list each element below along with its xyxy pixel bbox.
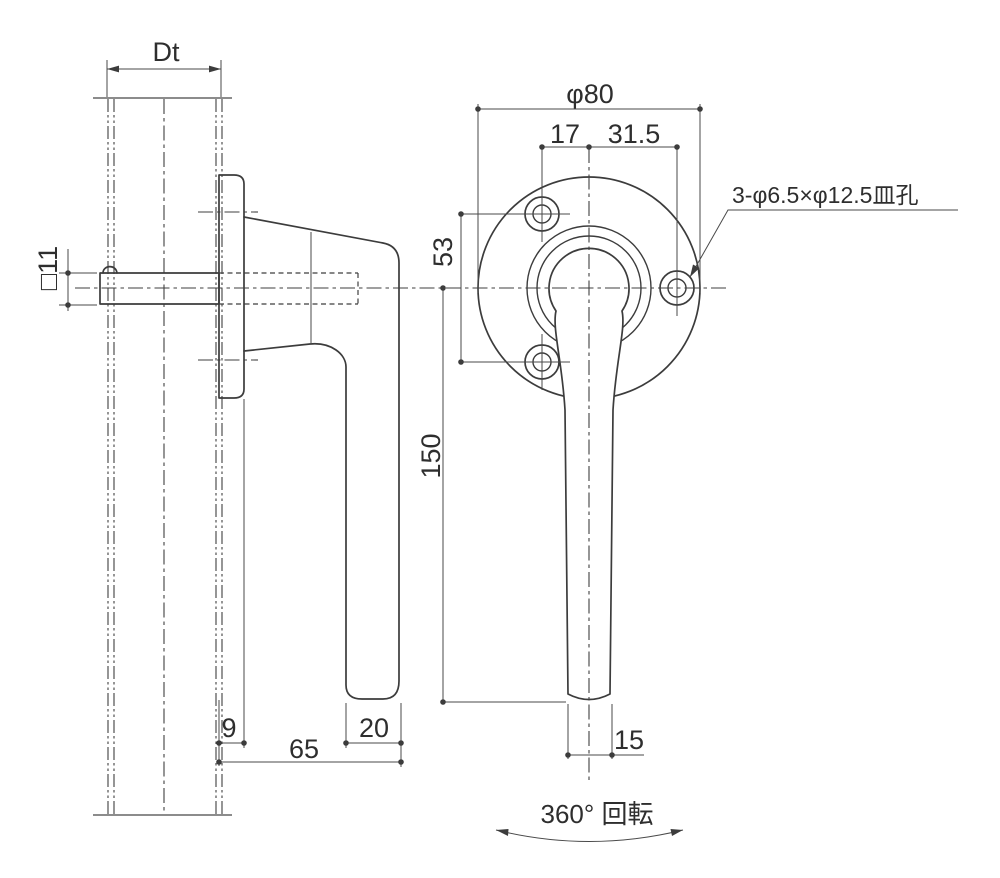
dim-dot — [458, 211, 464, 217]
screw-hole-note: 3-φ6.5×φ12.5皿孔 — [689, 182, 958, 278]
dim-dot — [65, 270, 71, 276]
dim-dot — [440, 699, 446, 705]
screw-hole-note-label: 3-φ6.5×φ12.5皿孔 — [732, 182, 918, 208]
dim-label-rose-diameter: φ80 — [566, 79, 614, 109]
dim-dot — [475, 106, 481, 112]
arrowhead — [107, 65, 119, 73]
leader-arrowhead — [690, 264, 700, 277]
dim-label-grip-tip-width: 15 — [614, 725, 644, 755]
rotation-arrowhead — [496, 829, 509, 836]
dim-handle-length: 150 — [416, 285, 566, 705]
dim-label-hole-spacing: 53 — [428, 237, 458, 267]
dim-hole-offsets: 17 31.5 — [539, 119, 680, 316]
dim-label-spindle-square: □11 — [33, 246, 63, 290]
dim-dot — [241, 740, 247, 746]
rotation-arc — [495, 829, 684, 842]
dim-dot — [674, 144, 680, 150]
front-view — [75, 148, 728, 783]
dim-label-rose-thickness: 9 — [221, 713, 236, 743]
rotation-note: 360° 回転 — [495, 799, 684, 842]
rose-side-profile — [218, 174, 245, 399]
dim-dot — [440, 285, 446, 291]
arrowhead — [209, 65, 221, 73]
dim-grip-tip-width: 15 — [565, 704, 644, 759]
dim-label-projection: 65 — [289, 734, 319, 764]
dim-spindle-square: □11 — [33, 246, 97, 311]
dim-dot — [65, 302, 71, 308]
rotation-note-label: 360° 回転 — [540, 799, 653, 829]
dim-dot — [586, 144, 592, 150]
dim-dot — [697, 106, 703, 112]
dim-label-grip-depth: 20 — [359, 713, 389, 743]
dim-dot — [565, 752, 571, 758]
spindle-hidden-lines — [219, 272, 359, 305]
spindle-retainer-bump — [102, 265, 118, 274]
dim-label-hole-offset-right: 31.5 — [608, 119, 661, 149]
side-view — [93, 97, 400, 816]
dim-dot — [216, 759, 222, 765]
dim-dot — [343, 740, 349, 746]
dim-dot — [539, 144, 545, 150]
dim-label-handle-length: 150 — [416, 433, 446, 478]
dim-bottom-group: 9 20 65 — [216, 399, 404, 767]
dim-dot — [609, 752, 615, 758]
rotation-arrowhead — [670, 829, 683, 836]
dim-dot — [216, 740, 222, 746]
leader-line — [689, 209, 958, 278]
handle-side-profile — [243, 216, 400, 700]
dim-dot — [398, 759, 404, 765]
dim-label-tube-depth: Dt — [153, 37, 180, 67]
dim-tube-depth: Dt — [106, 37, 222, 97]
dim-hole-spacing: 53 — [428, 211, 570, 365]
dim-dot — [458, 359, 464, 365]
dim-rose-diameter: φ80 — [475, 79, 703, 293]
dim-dot — [398, 740, 404, 746]
dim-label-hole-offset-left: 17 — [550, 119, 580, 149]
